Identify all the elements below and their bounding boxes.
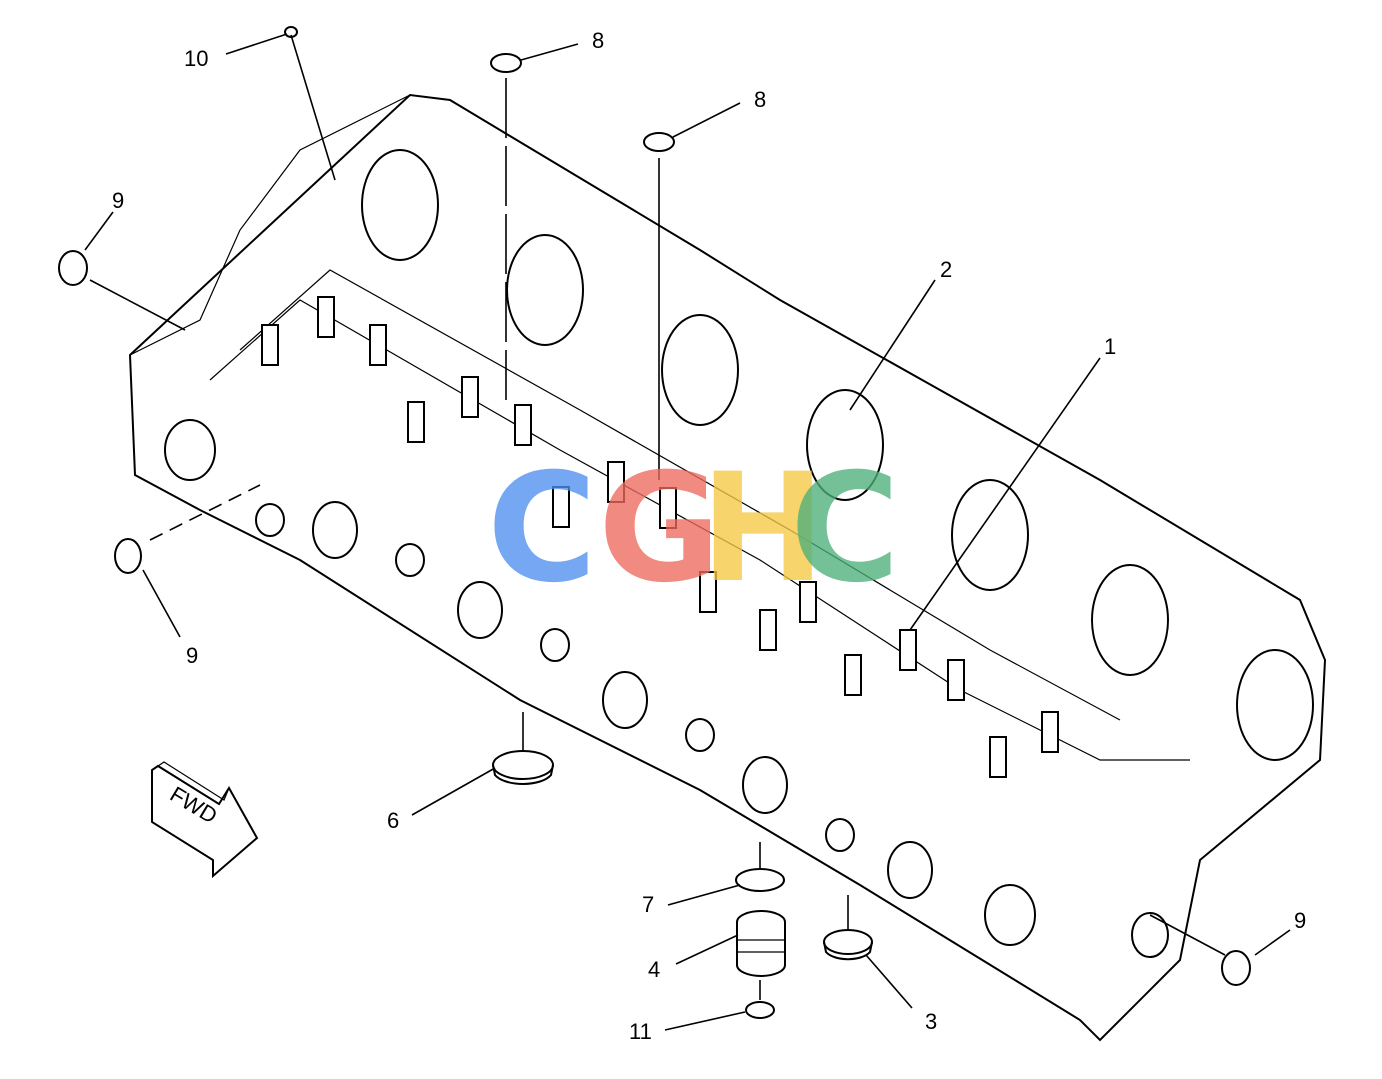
part-6-sleeve — [492, 750, 554, 780]
watermark-logo: C G H C — [487, 442, 900, 616]
part-7-seal — [735, 868, 785, 892]
watermark-letter-4: C — [790, 442, 900, 616]
valve-posts — [261, 296, 1059, 778]
parts — [58, 26, 1251, 1019]
part-9-plug-c — [1221, 950, 1251, 986]
leader-lines — [84, 33, 1291, 1031]
watermark-letter-3: H — [700, 442, 826, 616]
part-3-sleeve — [823, 929, 873, 955]
callout-8-lower: 8 — [754, 87, 766, 112]
callout-9-right: 9 — [1294, 908, 1306, 933]
callout-8-upper: 8 — [592, 28, 604, 53]
callout-6: 6 — [387, 808, 399, 833]
callout-4: 4 — [648, 957, 660, 982]
callout-9-mid-left: 9 — [186, 643, 198, 668]
callout-11: 11 — [629, 1019, 652, 1044]
part-9-plug-a — [58, 250, 88, 286]
part-11-seal — [745, 1001, 775, 1019]
callout-labels: 10 8 8 9 9 9 2 1 6 7 4 11 3 — [112, 28, 1306, 1044]
callout-7: 7 — [642, 892, 654, 917]
part-8-seal-b — [643, 132, 675, 152]
cam-bores — [361, 149, 1314, 761]
callout-9-top-left: 9 — [112, 188, 124, 213]
watermark-letter-1: C — [487, 442, 597, 616]
cylinder-head — [128, 93, 1327, 1042]
part-4-adapter — [736, 910, 786, 977]
callout-2: 2 — [940, 257, 952, 282]
port-holes — [164, 419, 1169, 958]
part-8-seal-a — [490, 53, 522, 73]
fwd-arrow: FWD — [151, 761, 259, 879]
callout-10: 10 — [184, 46, 208, 71]
part-9-plug-b — [114, 538, 142, 574]
callout-1: 1 — [1104, 334, 1116, 359]
watermark-letter-2: G — [598, 442, 721, 616]
callout-3: 3 — [925, 1009, 937, 1034]
